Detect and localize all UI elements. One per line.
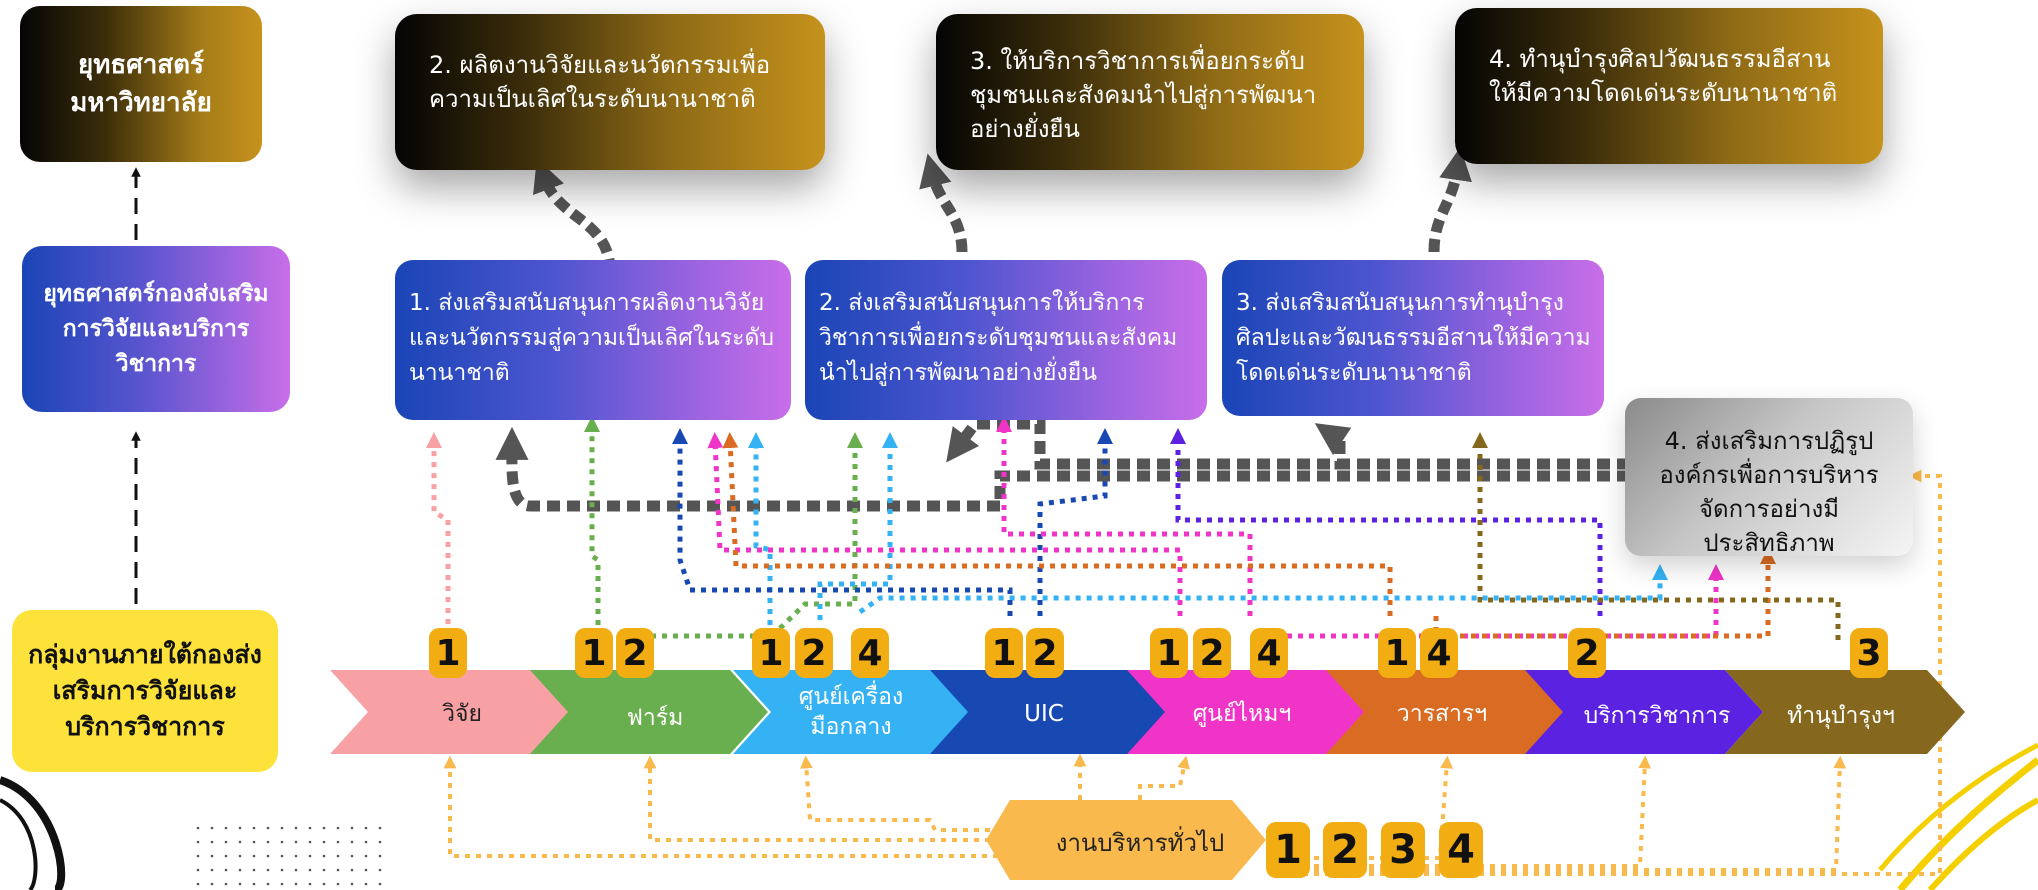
- badge-research-1: 1: [429, 628, 467, 678]
- strategy4-to-strategy2: [946, 418, 1630, 470]
- unit-label-journal: วารสารฯ: [1396, 701, 1488, 727]
- badge-farm-1: 1: [575, 628, 613, 678]
- unit-label-farm: ฟาร์ม: [626, 705, 684, 731]
- goal-box-3: 3. ให้บริการวิชาการเพื่อยกระดับชุมชนและส…: [936, 14, 1364, 170]
- strategy-box-4: 4. ส่งเสริมการปฏิรูปองค์กรเพื่อการบริหาร…: [1625, 398, 1913, 557]
- chevron-general-admin: [986, 800, 1266, 880]
- university-strategy-box: ยุทธศาสตร์มหาวิทยาลัย: [20, 6, 262, 162]
- university-strategy-label: ยุทธศาสตร์มหาวิทยาลัย: [70, 50, 212, 118]
- strategy-box-3: 3. ส่งเสริมสนับสนุนการทำนุบำรุงศิลปะและว…: [1222, 260, 1604, 416]
- goal-text: 3. ให้บริการวิชาการเพื่อยกระดับชุมชนและส…: [970, 47, 1317, 143]
- goal-box-4: 4. ทำนุบำรุงศิลปวัฒนธรรมอีสานให้มีความโด…: [1455, 8, 1883, 164]
- unit-label-central-instrument: ศูนย์เครื่องมือกลาง: [798, 684, 904, 740]
- badge-general-1: 1: [1266, 822, 1310, 878]
- division-strategy-label: ยุทธศาสตร์กองส่งเสริมการวิจัยและบริการวิ…: [43, 280, 269, 377]
- strategy-text: 1. ส่งเสริมสนับสนุนการผลิตงานวิจัยและนวั…: [409, 290, 774, 386]
- strategy2-to-goal: [919, 153, 968, 253]
- badge-arts-3: 3: [1850, 628, 1888, 678]
- strategy-text: 3. ส่งเสริมสนับสนุนการทำนุบำรุงศิลปะและว…: [1236, 290, 1591, 386]
- strategy-box-2: 2. ส่งเสริมสนับสนุนการให้บริการวิชาการเพ…: [805, 260, 1207, 420]
- chevron-silk-center: [1127, 670, 1365, 754]
- chevron-research: [330, 670, 572, 754]
- badge-journal-4: 4: [1420, 628, 1458, 678]
- unit-label-silk-center: ศูนย์ไหมฯ: [1192, 701, 1292, 727]
- chevron-uic: [930, 670, 1170, 754]
- chevron-journal: [1326, 670, 1566, 754]
- division-strategy-box: ยุทธศาสตร์กองส่งเสริมการวิจัยและบริการวิ…: [22, 246, 290, 412]
- goal-text: 4. ทำนุบำรุงศิลปวัฒนธรรมอีสานให้มีความโด…: [1489, 45, 1838, 107]
- unit-label-arts-culture: ทำนุบำรุงฯ: [1787, 703, 1895, 729]
- yellow-swoosh: [1897, 757, 2038, 890]
- badge-silk-1: 1: [1150, 628, 1188, 678]
- work-groups-label: กลุ่มงานภายใต้กองส่งเสริมการวิจัยและบริก…: [28, 640, 262, 741]
- dot-pattern-bottom: [196, 818, 386, 890]
- strategy4-to-strategy1: [495, 426, 1630, 512]
- badge-central-4: 4: [851, 628, 889, 678]
- strategy-text: 4. ส่งเสริมการปฏิรูปองค์กรเพื่อการบริหาร…: [1659, 427, 1879, 557]
- black-swoosh: [0, 776, 66, 890]
- badge-silk-4: 4: [1250, 628, 1288, 678]
- chevron-arts-culture: [1725, 670, 1965, 754]
- strategy4-to-strategy3: [1314, 423, 1630, 470]
- chevron-central-instrument: [733, 670, 974, 754]
- chevron-academic-service: [1525, 670, 1763, 754]
- general-admin-label: งานบริหารทั่วไป: [1055, 828, 1225, 857]
- strategy1-to-goal: [533, 158, 616, 273]
- work-groups-box: กลุ่มงานภายใต้กองส่งเสริมการวิจัยและบริก…: [12, 610, 278, 772]
- unit-label-uic: UIC: [1024, 701, 1064, 727]
- badge-farm-2: 2: [616, 628, 654, 678]
- badge-silk-2: 2: [1193, 628, 1231, 678]
- badge-general-3: 3: [1381, 822, 1425, 878]
- strategy-box-1: 1. ส่งเสริมสนับสนุนการผลิตงานวิจัยและนวั…: [395, 260, 791, 420]
- chevron-farm: [530, 670, 768, 754]
- badge-central-2: 2: [795, 628, 833, 678]
- unit-label-research: วิจัย: [442, 701, 482, 727]
- badge-uic-1: 1: [985, 628, 1023, 678]
- badge-general-4: 4: [1439, 822, 1483, 878]
- goal-text: 2. ผลิตงานวิจัยและนวัตกรรมเพื่อความเป็นเ…: [429, 51, 771, 113]
- goal-box-2: 2. ผลิตงานวิจัยและนวัตกรรมเพื่อความเป็นเ…: [395, 14, 825, 170]
- badge-central-1: 1: [752, 628, 790, 678]
- strategy3-to-goal: [1428, 147, 1472, 253]
- unit-label-academic-service: บริการวิชาการ: [1583, 703, 1731, 729]
- badge-journal-1: 1: [1378, 628, 1416, 678]
- badge-general-2: 2: [1323, 822, 1367, 878]
- badge-service-2: 2: [1568, 628, 1606, 678]
- strategy-text: 2. ส่งเสริมสนับสนุนการให้บริการวิชาการเพ…: [819, 290, 1178, 386]
- badge-uic-2: 2: [1026, 628, 1064, 678]
